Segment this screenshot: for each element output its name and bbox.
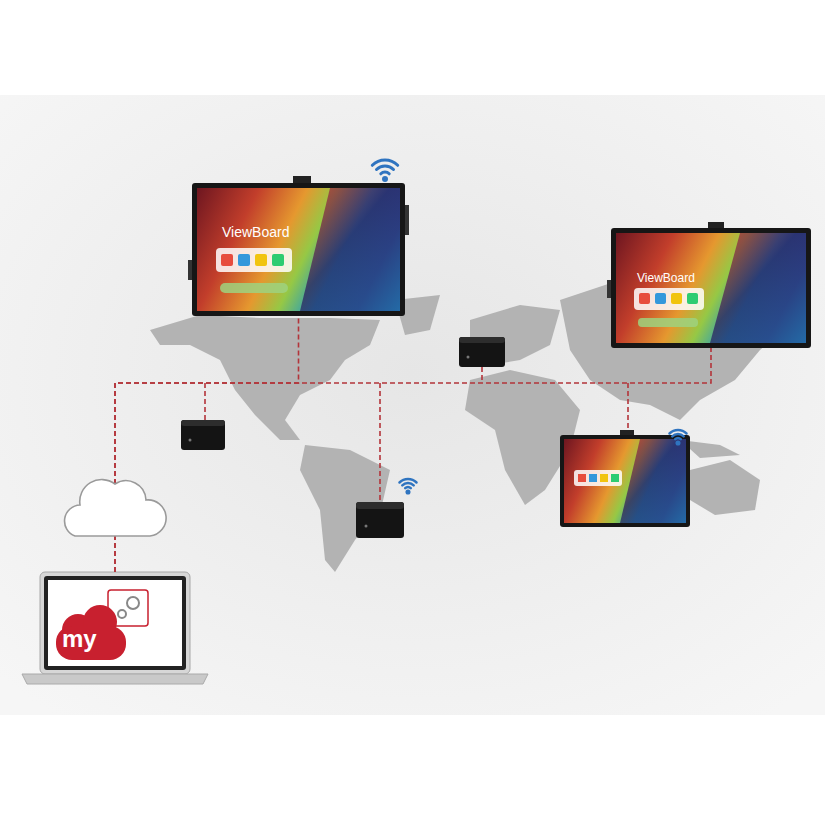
- port: [189, 439, 192, 442]
- laptop-bezel: [44, 576, 186, 670]
- display-screen: [607, 222, 811, 348]
- bezel: [560, 435, 690, 527]
- app-panel: [634, 288, 704, 310]
- node-label: my: [62, 626, 97, 652]
- bezel: [192, 183, 405, 316]
- gear: [127, 597, 139, 609]
- node-label: ViewBoard: [637, 272, 695, 285]
- wifi-arc: [377, 166, 394, 170]
- backdrop: [0, 95, 825, 715]
- media-player: [356, 502, 404, 538]
- app-icon: [639, 293, 650, 304]
- display: [197, 188, 400, 311]
- wifi-arc: [400, 479, 417, 483]
- cloud: [65, 480, 167, 536]
- wifi-icon: [400, 479, 417, 493]
- port: [365, 525, 368, 528]
- handle: [405, 205, 409, 235]
- north-america: [150, 315, 380, 440]
- branch-line: [204, 383, 206, 420]
- player-top: [181, 420, 225, 426]
- player-body: [459, 337, 505, 367]
- wifi-arc: [405, 487, 411, 488]
- branch-line: [481, 367, 483, 383]
- wifi-arc: [672, 434, 683, 436]
- australia: [690, 460, 760, 515]
- display-board: ViewBoard: [611, 228, 811, 348]
- app-icon: [611, 474, 619, 482]
- handle: [188, 260, 192, 280]
- camera: [708, 222, 724, 229]
- wifi-icon: [670, 430, 687, 444]
- logo-part: [56, 626, 126, 660]
- wifi-arc: [670, 430, 687, 434]
- app-icon: [600, 474, 608, 482]
- display-art: [300, 188, 400, 311]
- media-player: [459, 337, 505, 367]
- wifi-icon: [372, 160, 397, 180]
- player-top: [459, 337, 505, 343]
- network-link: [115, 348, 711, 572]
- app-panel: [574, 470, 622, 486]
- app-icon: [272, 254, 284, 266]
- app-icon: [255, 254, 267, 266]
- wifi-dot: [407, 491, 410, 494]
- laptop-screen: [48, 580, 182, 666]
- camera: [293, 176, 311, 184]
- app-icon: [589, 474, 597, 482]
- app-icon: [238, 254, 250, 266]
- laptop-base: [22, 674, 208, 684]
- player-body: [356, 502, 404, 538]
- connectors: [115, 316, 711, 572]
- app-icon: [578, 474, 586, 482]
- app-bar: [638, 318, 698, 327]
- cloud-logo: [56, 605, 126, 660]
- display-screen: [188, 176, 409, 316]
- app-icon: [671, 293, 682, 304]
- display-board: ViewBoard: [192, 183, 405, 316]
- player-body: [181, 420, 225, 450]
- laptop-screen: my: [40, 572, 190, 674]
- app-icon: [221, 254, 233, 266]
- laptop: [22, 572, 208, 684]
- app-bar: [220, 283, 288, 293]
- wifi-arc: [675, 438, 681, 439]
- display: [616, 233, 806, 343]
- app-panel: [216, 248, 292, 272]
- laptop-lid: [40, 572, 190, 674]
- display-art: [710, 233, 806, 343]
- wifi-arc: [402, 483, 413, 485]
- node-label: ViewBoard: [222, 225, 289, 240]
- wifi-dot: [384, 178, 387, 181]
- wifi-arc: [372, 160, 397, 165]
- gear: [118, 610, 126, 618]
- port: [467, 356, 470, 359]
- branch-line: [379, 383, 381, 502]
- display-screen: [560, 430, 690, 527]
- app-icon: [655, 293, 666, 304]
- handle: [607, 280, 611, 298]
- wifi-dot: [677, 442, 680, 445]
- display: [564, 439, 686, 523]
- bezel: [611, 228, 811, 348]
- display-art: [620, 439, 686, 523]
- app-icon: [687, 293, 698, 304]
- branch-line: [627, 383, 629, 435]
- player-top: [356, 502, 404, 509]
- media-player: [181, 420, 225, 450]
- wifi-arc: [381, 172, 389, 174]
